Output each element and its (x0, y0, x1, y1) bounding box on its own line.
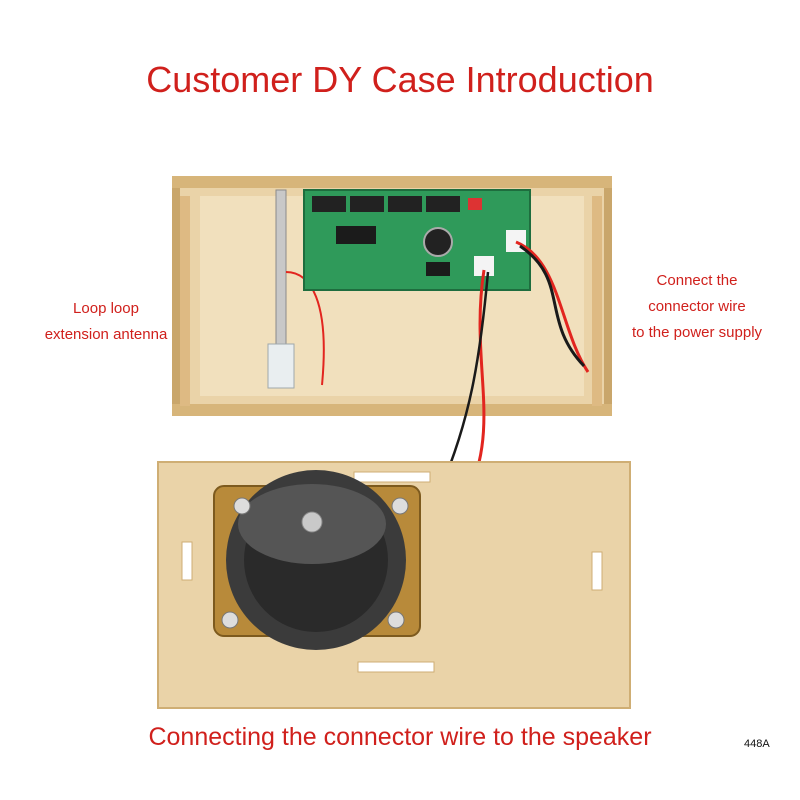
power-annotation: Connect the connector wire to the power … (618, 268, 776, 346)
speaker (213, 470, 421, 650)
power-annotation-line-3: to the power supply (631, 324, 763, 341)
corner-code: 448A (744, 738, 770, 750)
circuit-board (303, 189, 531, 291)
telescopic-antenna (267, 189, 325, 389)
antenna-annotation: Loop loop extension antenna (36, 296, 176, 348)
speaker-caption: Connecting the connector wire to the spe… (148, 723, 652, 751)
antenna-annotation-line-2: extension antenna (44, 326, 168, 343)
page-title: Customer DY Case Introduction (146, 59, 654, 100)
power-annotation-line-1: Connect the (656, 272, 738, 289)
antenna-annotation-line-1: Loop loop (73, 300, 139, 317)
power-annotation-line-2: connector wire (648, 298, 746, 315)
